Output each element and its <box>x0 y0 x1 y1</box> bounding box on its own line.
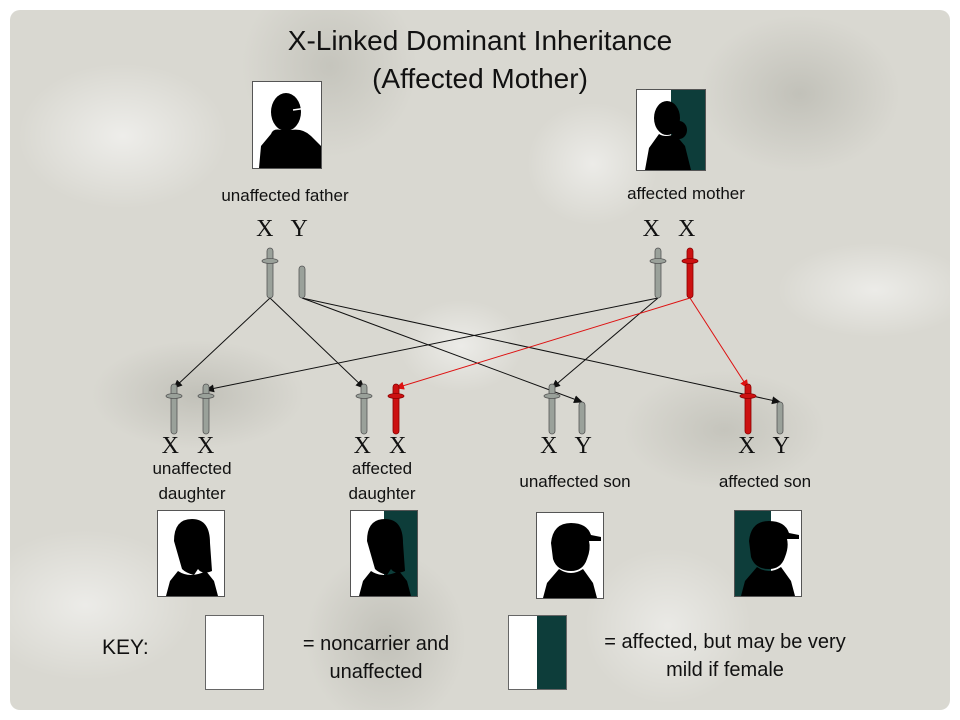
daughter1-label-line-2: daughter <box>158 484 226 503</box>
son2-affected-x-chromosome <box>739 383 757 435</box>
daughter1-portrait <box>157 510 225 597</box>
son1-y-chromosome <box>578 401 586 435</box>
arrow-father-y-son2 <box>301 297 781 405</box>
son1-label: unaffected son <box>519 472 631 491</box>
mother-x-chromosome <box>649 247 667 299</box>
mother-label: affected mother <box>627 184 745 203</box>
key-affected-line-2: mild if female <box>666 659 784 681</box>
girl-silhouette-icon <box>166 519 218 596</box>
arrow-mother-x-son1 <box>551 297 659 389</box>
daughter2-label-line-1: affected <box>351 459 413 478</box>
mother-chromosome-letters: X X <box>642 216 702 242</box>
daughter2-x-chromosome-1 <box>355 383 373 435</box>
key-unaffected-line-2: unaffected <box>329 661 423 683</box>
arrow-mother-x-daughter1 <box>205 297 659 393</box>
son2-chromosome-letters: X Y <box>738 433 796 459</box>
son2-y-chromosome <box>776 401 784 435</box>
key-unaffected-line-1: = noncarrier and <box>302 633 450 655</box>
son1-x-chromosome <box>543 383 561 435</box>
daughter1-chromosome-letters: X X <box>161 433 221 459</box>
key-affected-line-1: = affected, but may be very <box>604 631 846 653</box>
son2-portrait <box>734 510 802 597</box>
woman-silhouette-icon <box>645 101 691 170</box>
daughter2-chromosome-letters: X X <box>353 433 413 459</box>
daughter2-portrait <box>350 510 418 597</box>
father-label: unaffected father <box>221 186 349 205</box>
daughter1-x-chromosome-1 <box>165 383 183 435</box>
daughter1-label-line-1: unaffected <box>152 459 232 478</box>
daughter1-x-chromosome-2 <box>197 383 215 435</box>
father-chromosome-letters: X Y <box>256 216 314 242</box>
arrow-mother-xa-son2 <box>689 297 749 389</box>
arrow-father-y-son1 <box>301 297 583 403</box>
boy-silhouette-icon <box>741 521 799 596</box>
title-line-1: X-Linked Dominant Inheritance <box>287 25 673 56</box>
man-silhouette-icon <box>259 93 321 168</box>
title-line-2: (Affected Mother) <box>372 63 588 94</box>
slide: X-Linked Dominant Inheritance (Affected … <box>10 10 950 710</box>
father-portrait <box>252 81 322 169</box>
boy-silhouette-icon <box>543 523 601 598</box>
father-x-chromosome <box>261 247 279 299</box>
son1-chromosome-letters: X Y <box>540 433 598 459</box>
son2-label: affected son <box>718 472 812 491</box>
key-affected-swatch <box>508 615 567 690</box>
key-label: KEY: <box>102 636 149 659</box>
daughter2-affected-x-chromosome <box>387 383 405 435</box>
affected-shading <box>537 616 566 689</box>
daughter2-label-line-2: daughter <box>348 484 416 503</box>
arrow-father-x-daughter1 <box>173 297 271 389</box>
arrow-mother-xa-daughter2 <box>395 297 691 390</box>
father-y-chromosome <box>298 265 306 299</box>
son1-portrait <box>536 512 604 599</box>
mother-affected-x-chromosome <box>681 247 699 299</box>
arrow-father-x-daughter2 <box>269 297 365 389</box>
girl-silhouette-icon <box>359 519 411 596</box>
inheritance-arrows <box>165 247 784 435</box>
mother-portrait <box>636 89 706 171</box>
key-unaffected-swatch <box>205 615 264 690</box>
